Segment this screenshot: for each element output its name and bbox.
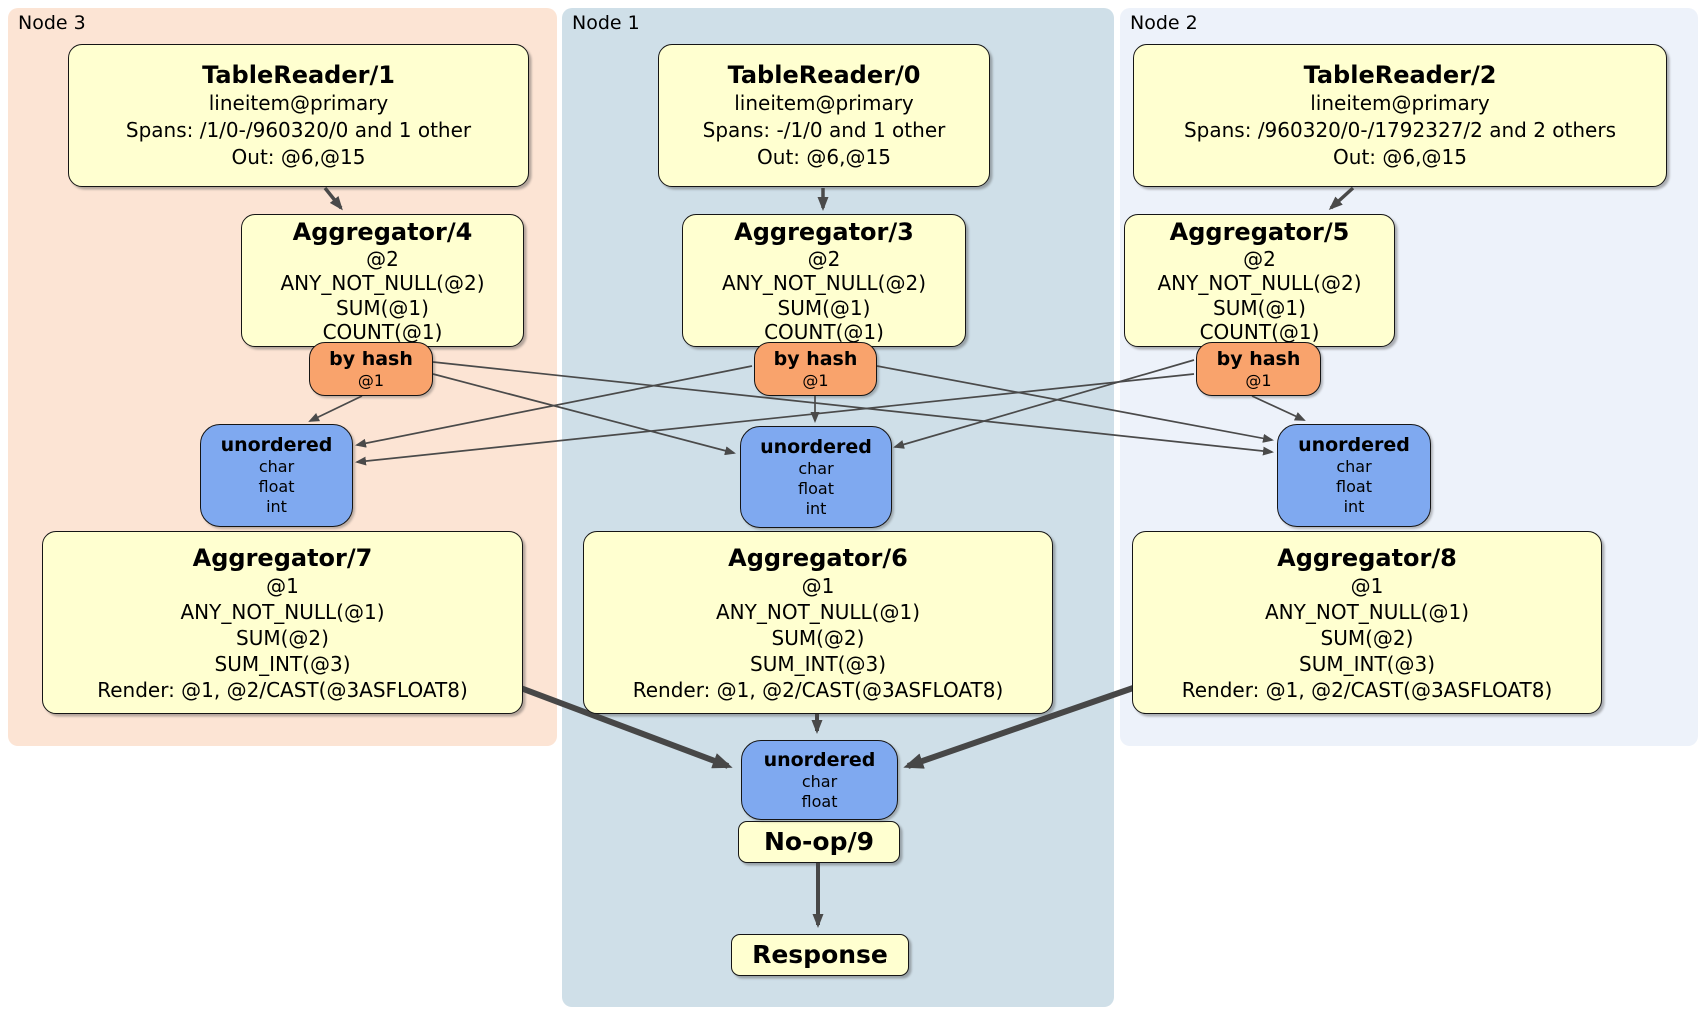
unordered-sync-node1-col3: int [805,498,827,518]
aggregator-6-fn3: SUM_INT(@3) [750,651,886,676]
tablereader-2-index: lineitem@primary [1310,91,1490,115]
aggregator-6-box: Aggregator/6 @1 ANY_NOT_NULL(@1) SUM(@2)… [583,531,1053,714]
hash-router-node2-key: @1 [1245,370,1272,390]
noop-box: No-op/9 [738,821,900,863]
tablereader-0-title: TableReader/0 [727,61,921,89]
aggregator-4-fn2: SUM(@1) [336,295,429,320]
aggregator-5-fn1: ANY_NOT_NULL(@2) [1157,271,1362,295]
aggregator-4-fn3: COUNT(@1) [322,320,443,344]
unordered-sync-node2-title: unordered [1298,434,1410,456]
aggregator-5-title: Aggregator/5 [1169,217,1350,246]
aggregator-8-title: Aggregator/8 [1277,543,1457,572]
tablereader-0-index: lineitem@primary [734,91,914,115]
aggregator-5-fn2: SUM(@1) [1213,295,1306,320]
aggregator-6-fn2: SUM(@2) [771,625,865,650]
aggregator-6-title: Aggregator/6 [728,543,908,572]
aggregator-8-render: Render: @1, @2/CAST(@3ASFLOAT8) [1181,677,1553,702]
final-unordered-sync-col2: float [801,791,838,811]
noop-title: No-op/9 [763,827,875,856]
tablereader-1-out: Out: @6,@15 [231,145,366,169]
aggregator-5-group: @2 [1243,246,1276,271]
unordered-sync-node2: unordered char float int [1277,424,1431,527]
tablereader-2-out: Out: @6,@15 [1333,145,1467,169]
unordered-sync-node3-title: unordered [220,434,333,456]
aggregator-7-title: Aggregator/7 [192,543,373,572]
aggregator-3-fn2: SUM(@1) [777,295,871,320]
unordered-sync-node3-col1: char [258,457,295,476]
aggregator-3-group: @2 [807,246,841,271]
unordered-sync-node1-col2: float [798,478,834,498]
unordered-sync-node3: unordered char float int [200,424,353,527]
aggregator-4-fn1: ANY_NOT_NULL(@2) [280,271,485,295]
response-title: Response [752,940,888,969]
aggregator-6-group: @1 [801,573,835,598]
aggregator-4-group: @2 [366,246,399,271]
tablereader-1-title: TableReader/1 [202,61,395,89]
aggregator-3-fn1: ANY_NOT_NULL(@2) [722,271,926,295]
aggregator-6-fn1: ANY_NOT_NULL(@1) [716,599,920,624]
tablereader-0-spans: Spans: -/1/0 and 1 other [702,118,946,142]
aggregator-3-fn3: COUNT(@1) [764,320,884,344]
aggregator-5-box: Aggregator/5 @2 ANY_NOT_NULL(@2) SUM(@1)… [1124,214,1395,347]
aggregator-8-fn3: SUM_INT(@3) [1299,651,1435,676]
hash-router-node1: by hash @1 [754,342,877,396]
response-box: Response [731,934,909,976]
hash-router-node3: by hash @1 [309,342,433,396]
hash-router-node2: by hash @1 [1196,342,1321,396]
tablereader-2-box: TableReader/2 lineitem@primary Spans: /9… [1133,44,1667,187]
unordered-sync-node1-col1: char [798,458,834,478]
tablereader-1-index: lineitem@primary [208,91,389,115]
hash-router-node3-key: @1 [357,370,385,390]
hash-router-node2-title: by hash [1216,347,1301,370]
tablereader-1-spans: Spans: /1/0-/960320/0 and 1 other [125,118,472,142]
tablereader-1-box: TableReader/1 lineitem@primary Spans: /1… [68,44,529,187]
hash-router-node1-key: @1 [802,370,829,390]
aggregator-7-fn1: ANY_NOT_NULL(@1) [180,599,385,624]
tablereader-2-spans: Spans: /960320/0-/1792327/2 and 2 others [1183,118,1616,142]
unordered-sync-node2-col2: float [1336,477,1372,496]
aggregator-8-fn1: ANY_NOT_NULL(@1) [1265,599,1469,624]
hash-router-node1-title: by hash [773,347,858,370]
tablereader-2-title: TableReader/2 [1303,61,1497,89]
aggregator-4-box: Aggregator/4 @2 ANY_NOT_NULL(@2) SUM(@1)… [241,214,524,347]
aggregator-4-title: Aggregator/4 [292,217,473,246]
aggregator-8-group: @1 [1350,573,1384,598]
final-unordered-sync-title: unordered [763,748,876,771]
unordered-sync-node1: unordered char float int [740,426,892,528]
tablereader-0-out: Out: @6,@15 [757,145,891,169]
tablereader-0-box: TableReader/0 lineitem@primary Spans: -/… [658,44,990,187]
aggregator-6-render: Render: @1, @2/CAST(@3ASFLOAT8) [632,677,1004,702]
unordered-sync-node2-col1: char [1336,457,1372,476]
unordered-sync-node2-col3: int [1343,497,1365,516]
aggregator-8-box: Aggregator/8 @1 ANY_NOT_NULL(@1) SUM(@2)… [1132,531,1602,714]
aggregator-7-fn3: SUM_INT(@3) [214,651,351,676]
aggregator-7-render: Render: @1, @2/CAST(@3ASFLOAT8) [97,677,468,702]
unordered-sync-node3-col3: int [266,497,287,516]
aggregator-7-group: @1 [266,573,299,598]
node3-label: Node 3 [18,12,86,34]
final-unordered-sync-col1: char [801,771,838,791]
aggregator-5-fn3: COUNT(@1) [1199,320,1320,344]
node2-label: Node 2 [1130,12,1198,34]
aggregator-7-box: Aggregator/7 @1 ANY_NOT_NULL(@1) SUM(@2)… [42,531,523,714]
aggregator-7-fn2: SUM(@2) [236,625,329,650]
unordered-sync-node1-title: unordered [760,435,872,458]
hash-router-node3-title: by hash [329,347,413,370]
unordered-sync-node3-col2: float [258,477,295,496]
aggregator-3-box: Aggregator/3 @2 ANY_NOT_NULL(@2) SUM(@1)… [682,214,966,347]
final-unordered-sync: unordered char float [741,740,898,820]
aggregator-8-fn2: SUM(@2) [1320,625,1414,650]
aggregator-3-title: Aggregator/3 [734,217,914,246]
node1-label: Node 1 [572,12,640,34]
